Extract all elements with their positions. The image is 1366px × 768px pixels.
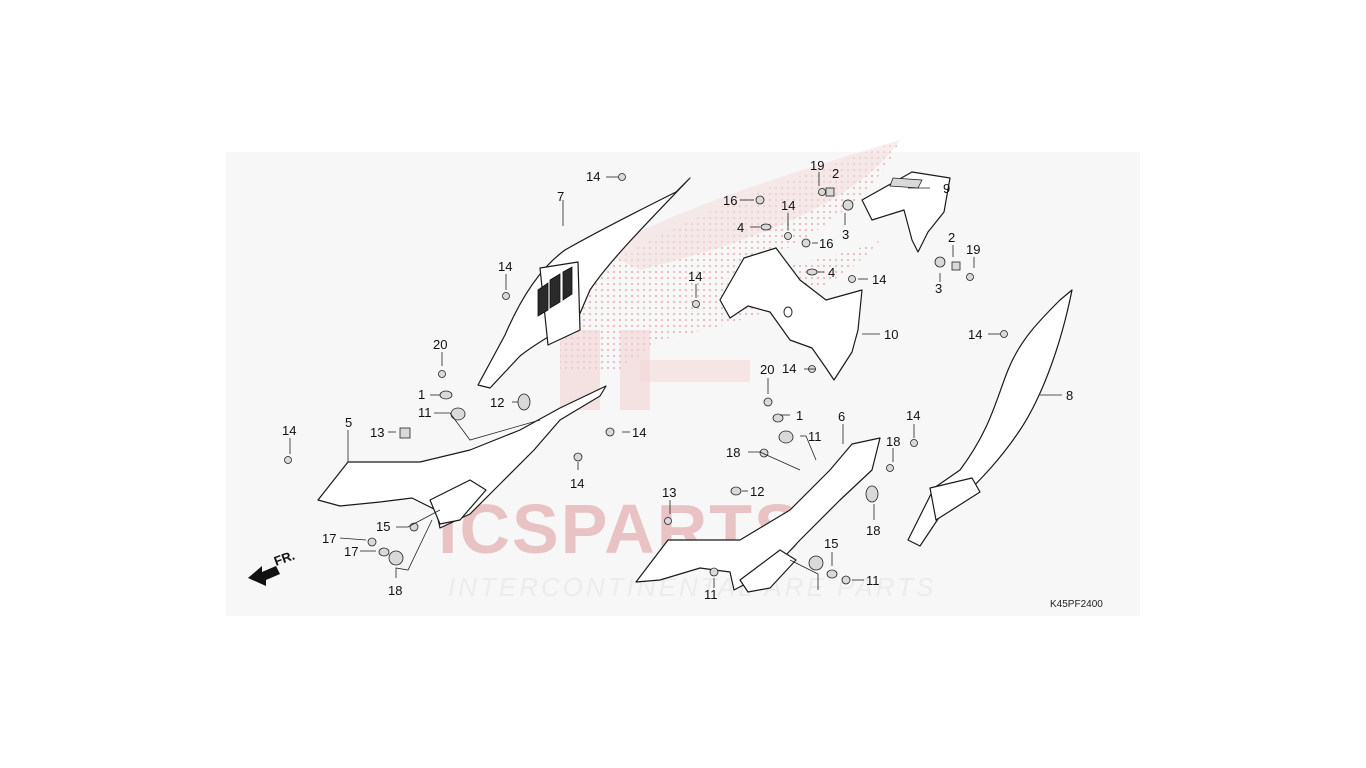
callout-19: 19 xyxy=(966,242,980,257)
callout-15: 17 xyxy=(322,531,336,546)
hardware-items xyxy=(284,173,1008,585)
callout-14: 14 xyxy=(282,423,296,438)
part-7-side-cover-upper xyxy=(477,177,691,389)
callout-11: 11 xyxy=(418,405,432,420)
callout-14: 14 xyxy=(586,169,600,184)
callout-18: 14 xyxy=(570,476,584,491)
callout-2: 2 xyxy=(832,166,839,181)
callout-8: 8 xyxy=(1066,388,1073,403)
callout-14: 14 xyxy=(906,408,920,423)
callout-12: 18 xyxy=(866,523,880,538)
callout-14: 14 xyxy=(872,272,886,287)
callout-1: 1 xyxy=(796,408,803,423)
callout-4: 4 xyxy=(828,265,835,280)
callout-12: 12 xyxy=(490,395,504,410)
callout-18: 15 xyxy=(376,519,390,534)
wing-logo-watermark xyxy=(560,140,900,410)
callout-18: 18 xyxy=(726,445,740,460)
callout-15: 11 xyxy=(866,573,880,588)
callout-20: 20 xyxy=(433,337,447,352)
callout-14: 14 xyxy=(688,269,702,284)
callout-14: 14 xyxy=(498,259,512,274)
part-5-side-cover-lower-left xyxy=(317,385,607,529)
callout-18: 11 xyxy=(704,587,718,602)
diagram-code: K45PF2400 xyxy=(1050,599,1103,610)
direction-label: FR. xyxy=(272,548,297,569)
callout-14: 14 xyxy=(782,361,796,376)
callout-6: 6 xyxy=(838,409,845,424)
leader-lines xyxy=(289,172,1062,590)
part-8-tail-side-cover xyxy=(907,289,1073,547)
callout-14: 14 xyxy=(968,327,982,342)
callout-10: 10 xyxy=(884,327,898,342)
callout-14: 14 xyxy=(632,425,646,440)
callout-labels: 14 7 19 2 9 16 14 4 3 16 2 19 14 4 14 3 … xyxy=(282,158,1073,602)
callout-5: 5 xyxy=(345,415,352,430)
watermark-tagline: INTERCONTINENTAL ARE PARTS xyxy=(448,572,936,602)
callout-7: 7 xyxy=(557,189,564,204)
callout-3: 3 xyxy=(935,281,942,296)
callout-14: 18 xyxy=(886,434,900,449)
front-direction-arrow: FR. xyxy=(248,548,297,586)
callout-16: 16 xyxy=(723,193,737,208)
callout-4: 4 xyxy=(737,220,744,235)
callout-11: 18 xyxy=(388,583,402,598)
callout-17: 15 xyxy=(824,536,838,551)
callout-20: 20 xyxy=(760,362,774,377)
callout-13: 12 xyxy=(750,484,764,499)
callout-17: 17 xyxy=(344,544,358,559)
callout-14: 14 xyxy=(781,198,795,213)
part-10-center-cowl xyxy=(719,247,863,381)
callout-11: 11 xyxy=(808,429,822,444)
callout-1: 1 xyxy=(418,387,425,402)
part-9-rear-top-cover xyxy=(861,171,951,253)
callout-19: 19 xyxy=(810,158,824,173)
callout-9: 9 xyxy=(943,181,950,196)
callout-16: 16 xyxy=(819,236,833,251)
callout-3: 3 xyxy=(842,227,849,242)
callout-13: 13 xyxy=(370,425,384,440)
callout-2: 2 xyxy=(948,230,955,245)
callout-14: 13 xyxy=(662,485,676,500)
